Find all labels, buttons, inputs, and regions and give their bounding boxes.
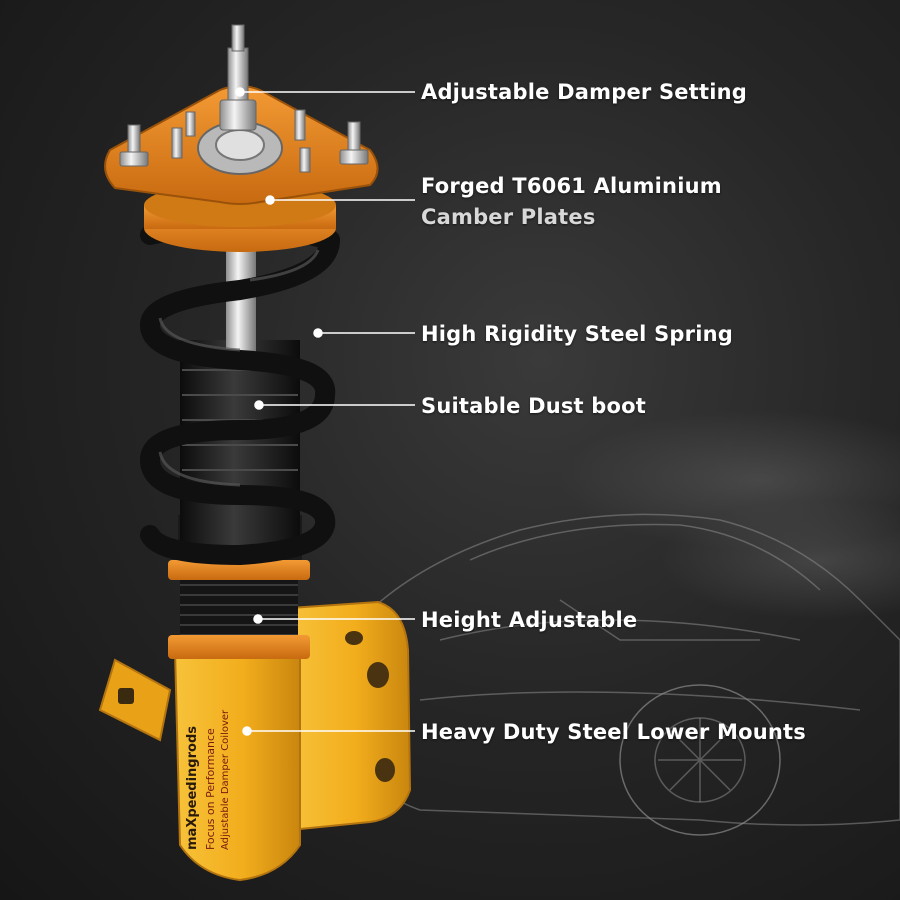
slogan-print: Focus on Performance	[204, 728, 217, 850]
wireframe-car	[349, 513, 900, 836]
callout-damper-setting: Adjustable Damper Setting	[421, 80, 747, 104]
mount-studs	[119, 24, 369, 173]
coil-spring-highlight	[158, 249, 320, 487]
brand-print: maXpeedingrods	[185, 726, 200, 850]
callout-camber-plate-line1: Forged T6061 Aluminium	[421, 174, 722, 198]
callout-dust-boot: Suitable Dust boot	[421, 394, 647, 418]
callout-steel-spring: High Rigidity Steel Spring	[421, 322, 733, 346]
callout-camber-plate-line2: Camber Plates	[421, 205, 596, 229]
model-print: Adjustable Damper Coilover	[220, 709, 231, 850]
callout-lines	[235, 87, 415, 736]
tube-printed-text: maXpeedingrods Focus on Performance Adju…	[185, 709, 231, 850]
lower-mount-bracket	[98, 600, 412, 832]
callout-lower-mounts: Heavy Duty Steel Lower Mounts	[421, 720, 806, 744]
lower-tube	[173, 649, 301, 882]
callout-height-adjustable: Height Adjustable	[421, 608, 638, 632]
